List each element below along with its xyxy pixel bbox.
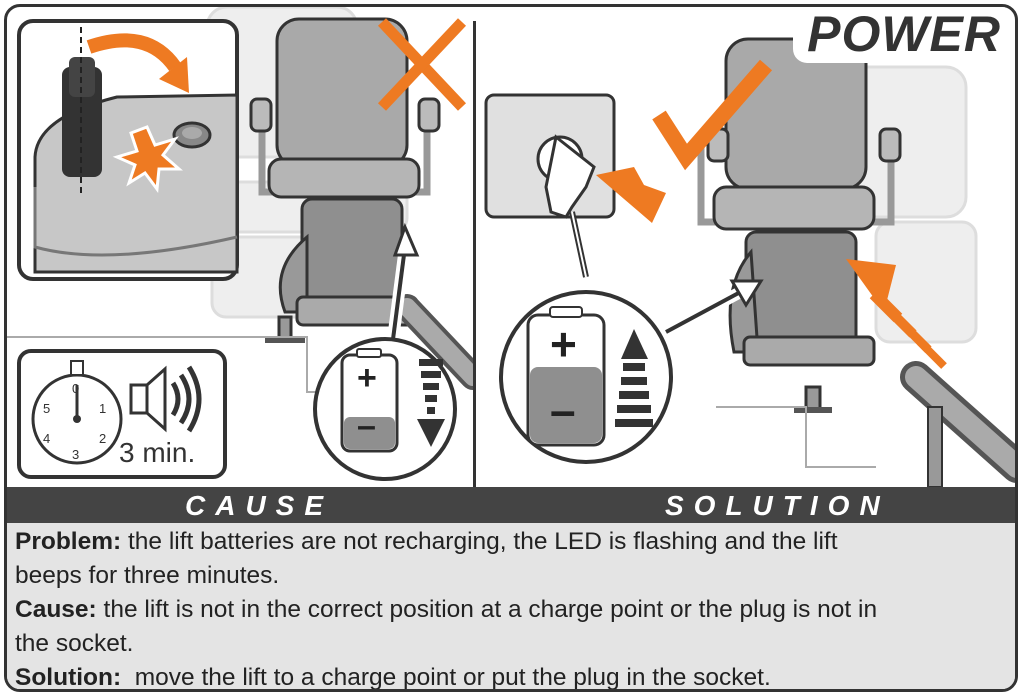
timer-number-0: 0 (72, 381, 80, 396)
solution-line: Solution: move the lift to a charge poin… (15, 661, 1015, 691)
cause-illustration (7, 7, 473, 481)
timer-number-4: 4 (43, 431, 51, 446)
illustration-frame: + – 0 1 2 3 4 5 3 min. (4, 4, 1018, 692)
battery-discharge-arrow-icon (417, 359, 445, 447)
section-header-bar: CAUSE SOLUTION (7, 487, 1015, 523)
wrong-x-icon (377, 18, 467, 111)
cause-line: Cause: the lift is not in the correct po… (15, 593, 1015, 627)
battery-low-circle (313, 337, 457, 481)
battery-plus: + (357, 359, 377, 397)
problem-text: the lift batteries are not recharging, t… (121, 528, 838, 555)
pointer-arrow-icon (386, 222, 420, 348)
stairlift-chair (249, 17, 441, 343)
timer-number-2: 2 (99, 431, 107, 446)
cause-line-2: the socket. (15, 630, 134, 657)
timer-duration: 3 min. (119, 437, 196, 468)
solution-text: move the lift to a charge point or put t… (121, 664, 771, 691)
rail (900, 361, 1015, 487)
problem-line: Problem: the lift batteries are not rech… (15, 525, 1015, 559)
correct-check-icon (652, 59, 773, 171)
speaker-sound-icon (129, 365, 202, 433)
solution-label: Solution: (15, 664, 122, 691)
timer-number-5: 5 (43, 401, 51, 416)
battery-plus: + (550, 318, 577, 370)
timer-inset (17, 349, 227, 479)
cause-label: Cause: (15, 596, 97, 623)
battery-charge-arrow-icon (615, 329, 653, 427)
timer-number-1: 1 (99, 401, 107, 416)
battery-minus: – (550, 384, 576, 436)
key-switch-inset (17, 19, 239, 281)
rotate-arrow-icon (86, 33, 181, 72)
wall-socket-icon (484, 93, 616, 278)
pointer-arrow-icon (663, 279, 764, 338)
plug-arrow-icon (596, 167, 666, 223)
problem-line-2: beeps for three minutes. (15, 562, 280, 589)
power-title-tag: POWER (793, 6, 1011, 63)
ghost-stairlift (844, 65, 978, 344)
cause-text: the lift is not in the correct position … (96, 596, 878, 623)
solution-header: SOLUTION (665, 490, 890, 521)
solution-panel: + – (476, 7, 1015, 487)
charge-arrow-icon (846, 259, 947, 369)
problem-label: Problem: (15, 528, 122, 555)
battery-charging-circle (499, 290, 673, 464)
flash-burst-icon (112, 125, 183, 193)
plug-icon (544, 134, 596, 219)
rail (394, 294, 473, 390)
charge-point-line (716, 406, 876, 468)
battery-minus: – (357, 407, 376, 445)
page-title: POWER (807, 6, 1001, 62)
cause-panel: + – 0 1 2 3 4 5 3 min. (7, 7, 473, 487)
panel-divider (473, 21, 476, 487)
cause-header: CAUSE (185, 490, 334, 521)
info-box: Problem: the lift batteries are not rech… (7, 523, 1015, 691)
timer-number-3: 3 (72, 447, 80, 462)
